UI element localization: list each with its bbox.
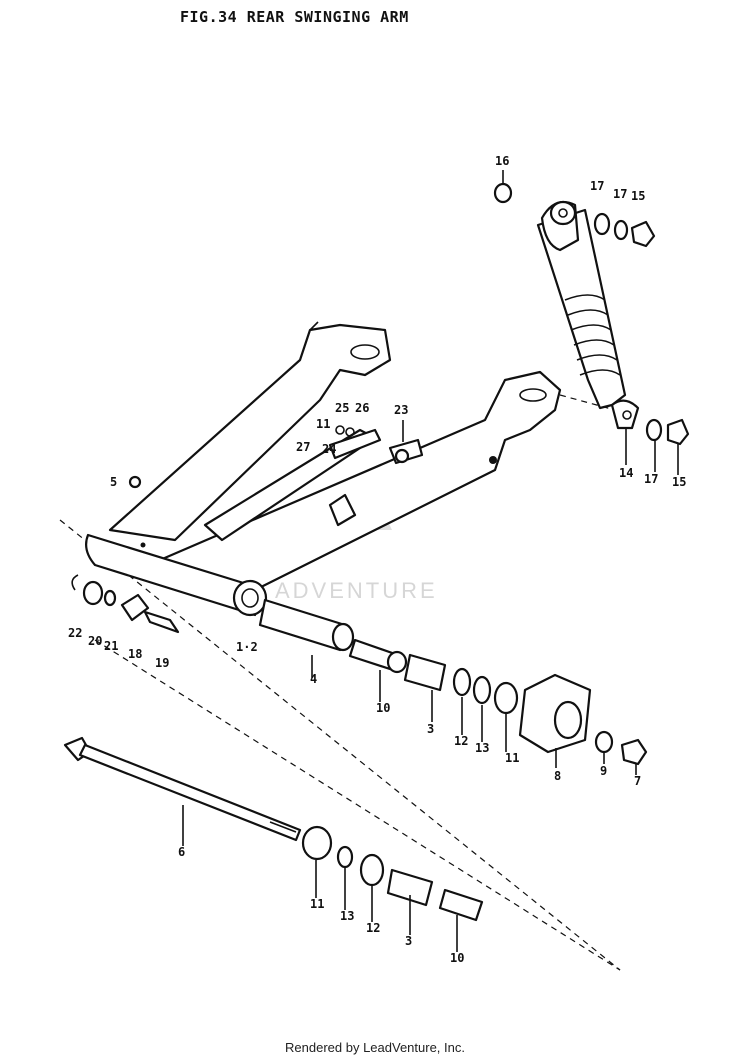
callout-16: 16 <box>495 154 509 168</box>
callout-14: 14 <box>619 466 633 480</box>
callout-20: 20 <box>88 634 102 648</box>
callout-1-2: 1·2 <box>236 640 258 654</box>
callout-10a: 10 <box>376 701 390 715</box>
callout-4: 4 <box>310 672 317 686</box>
callout-5: 5 <box>110 475 117 489</box>
callout-26: 26 <box>355 401 369 415</box>
callout-24: 24 <box>322 442 336 456</box>
callout-13a: 13 <box>475 741 489 755</box>
callout-11c: 11 <box>310 897 324 911</box>
footer-credit: Rendered by LeadVenture, Inc. <box>285 1040 465 1055</box>
leader-lines <box>182 170 679 952</box>
callout-27: 27 <box>296 440 310 454</box>
assembly-lines <box>59 394 621 971</box>
pivot-left-hardware <box>71 574 180 634</box>
callout-8: 8 <box>554 769 561 783</box>
callout-11a: 11 <box>316 417 330 431</box>
callout-6: 6 <box>178 845 185 859</box>
rear-shock-absorber <box>536 200 640 430</box>
callout-25: 25 <box>335 401 349 415</box>
callout-3a: 3 <box>427 722 434 736</box>
callout-11b: 11 <box>505 751 519 765</box>
watermark-text: ADVENTURE <box>275 578 438 603</box>
pivot-right-hardware <box>301 825 484 922</box>
callouts: 16 17 17 15 25 26 23 11 27 24 14 17 15 5… <box>68 154 686 965</box>
pivot-bushings <box>258 598 648 766</box>
callout-21: 21 <box>104 639 118 653</box>
callout-15a: 15 <box>631 189 645 203</box>
callout-7: 7 <box>634 774 641 788</box>
callout-12b: 12 <box>366 921 380 935</box>
callout-17c: 17 <box>644 472 658 486</box>
callout-18: 18 <box>128 647 142 661</box>
callout-3b: 3 <box>405 934 412 948</box>
callout-19: 19 <box>155 656 169 670</box>
callout-10b: 10 <box>450 951 464 965</box>
callout-17b: 17 <box>613 187 627 201</box>
callout-9: 9 <box>600 764 607 778</box>
shock-hardware <box>493 182 690 446</box>
callout-13b: 13 <box>340 909 354 923</box>
callout-15b: 15 <box>672 475 686 489</box>
page-title: FIG.34 REAR SWINGING ARM <box>180 8 409 26</box>
pivot-bolt <box>63 736 302 842</box>
linkage-hardware <box>328 425 424 465</box>
callout-17a: 17 <box>590 179 604 193</box>
callout-23: 23 <box>394 403 408 417</box>
callout-12a: 12 <box>454 734 468 748</box>
callout-22: 22 <box>68 626 82 640</box>
swinging-arm <box>85 321 562 617</box>
